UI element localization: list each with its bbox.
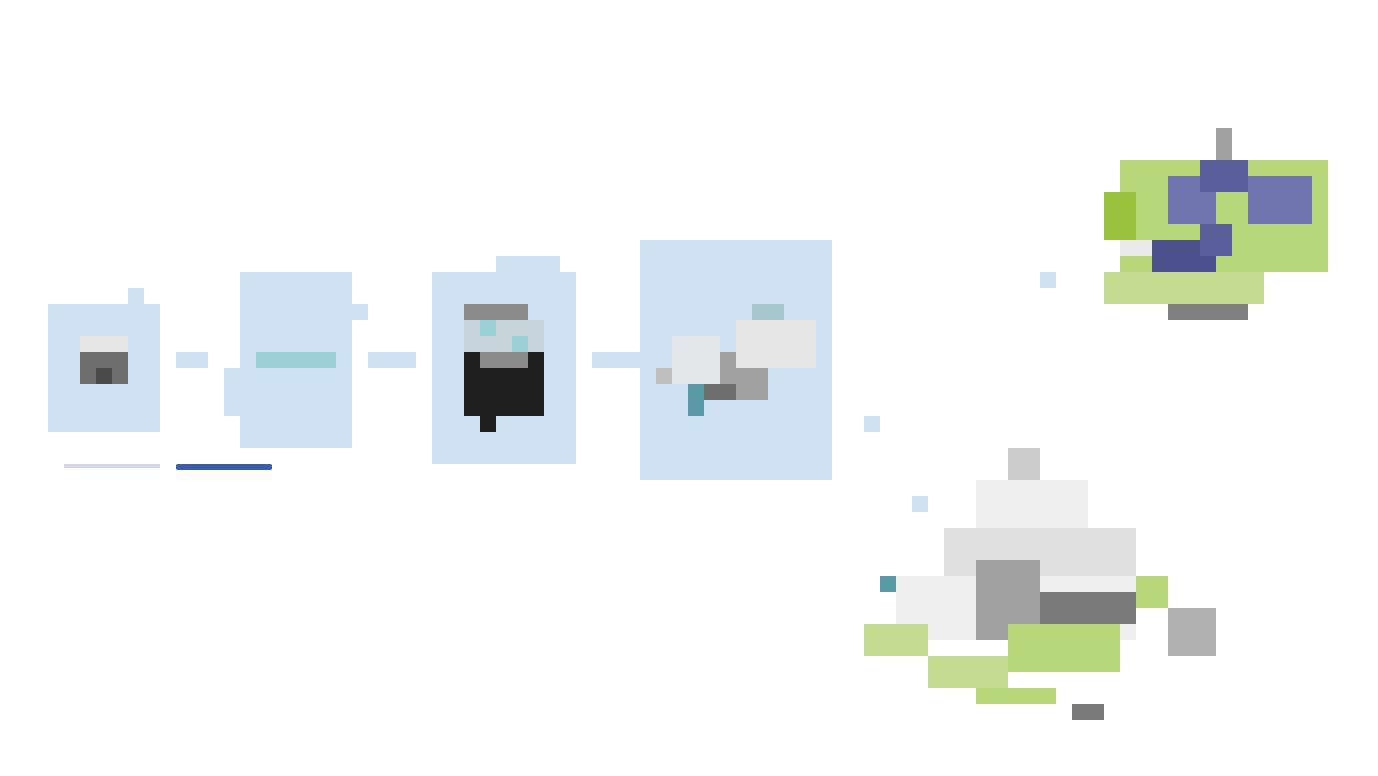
stage-1-panel: [48, 288, 160, 432]
connector-3-4: [592, 352, 640, 368]
branch-lower-dot-2: [912, 496, 928, 512]
output-1-cluster: [1104, 128, 1328, 320]
output-2-cluster: [864, 448, 1216, 720]
connector-2-3: [368, 352, 416, 368]
blue-badge: [176, 464, 272, 470]
stage-2-panel: [224, 272, 368, 448]
stage-4-panel: [640, 240, 832, 480]
branch-upper-dot: [1040, 272, 1056, 288]
connector-1-2: [176, 352, 208, 368]
dark-badge: [64, 464, 160, 468]
branch-lower-dot: [864, 416, 880, 432]
stage-3-panel: [432, 256, 576, 464]
